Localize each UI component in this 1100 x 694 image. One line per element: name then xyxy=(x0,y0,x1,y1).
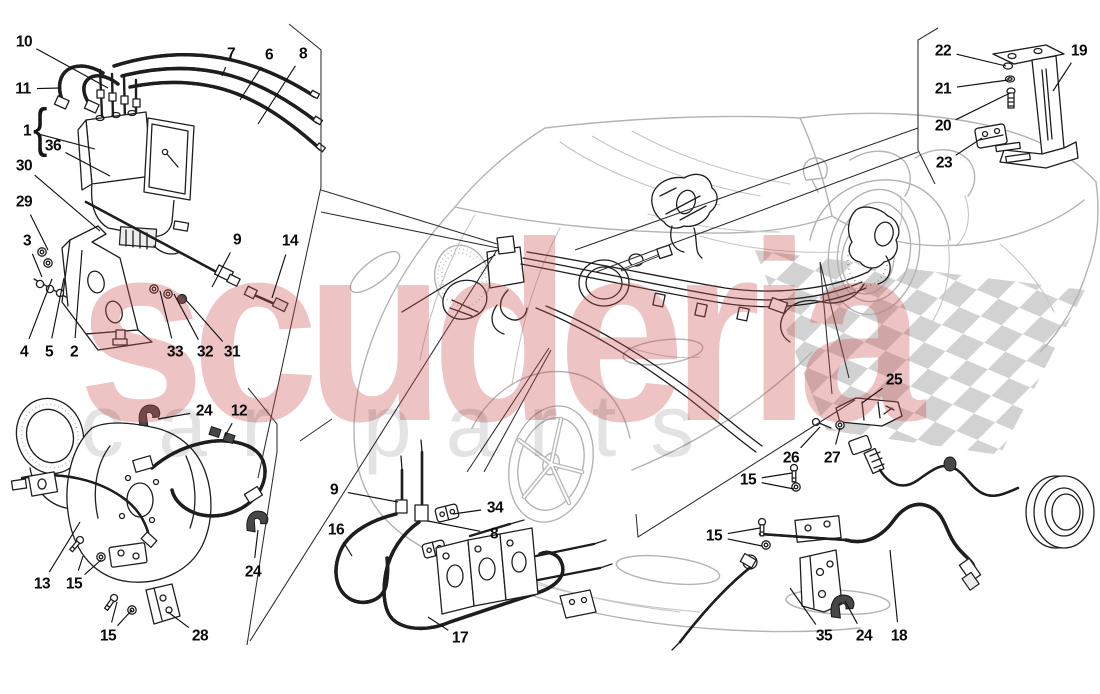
part-label-18: 18 xyxy=(890,627,908,645)
part-label-10: 10 xyxy=(15,33,33,51)
support-bracket-detail xyxy=(974,44,1079,169)
part-label-9: 9 xyxy=(232,231,242,249)
part-label-22: 22 xyxy=(934,42,952,60)
part-label-5: 5 xyxy=(44,343,54,361)
part-label-15: 15 xyxy=(705,527,723,545)
part-label-12: 12 xyxy=(230,402,248,420)
part-label-32: 32 xyxy=(196,343,214,361)
front-wheel-spokes xyxy=(516,416,585,506)
part-label-1: 1 xyxy=(22,122,32,140)
part-label-4: 4 xyxy=(19,343,29,361)
part-label-29: 29 xyxy=(15,193,33,211)
label-leader-lines xyxy=(28,48,1072,631)
part-label-31: 31 xyxy=(223,343,241,361)
part-label-30: 30 xyxy=(15,157,33,175)
part-label-24: 24 xyxy=(855,627,873,645)
part-label-17: 17 xyxy=(451,629,469,647)
part-label-15: 15 xyxy=(65,575,83,593)
part-label-26: 26 xyxy=(782,449,800,467)
part-label-24: 24 xyxy=(244,563,262,581)
part-label-27: 27 xyxy=(823,449,841,467)
watermark-tagline: car parts xyxy=(80,376,728,475)
part-label-19: 19 xyxy=(1070,42,1088,60)
group-brace: { xyxy=(32,97,48,158)
checkered-flag-watermark xyxy=(755,250,1085,455)
part-label-24: 24 xyxy=(195,402,213,420)
watermark-text: scuderia car parts xyxy=(78,190,940,475)
part-label-11: 11 xyxy=(15,80,31,98)
part-label-23: 23 xyxy=(935,154,953,172)
part-label-35: 35 xyxy=(815,627,833,645)
rear-brake-hose-detail xyxy=(671,397,1095,651)
part-label-20: 20 xyxy=(934,117,952,135)
part-label-13: 13 xyxy=(33,575,51,593)
part-label-16: 16 xyxy=(327,521,345,539)
part-label-3: 3 xyxy=(22,232,32,250)
part-label-34: 34 xyxy=(486,499,504,517)
part-label-2: 2 xyxy=(69,343,79,361)
part-label-14: 14 xyxy=(281,232,299,250)
part-label-36: 36 xyxy=(44,137,62,155)
part-label-8: 8 xyxy=(489,525,499,543)
part-label-21: 21 xyxy=(934,80,952,98)
part-label-6: 6 xyxy=(264,46,274,64)
part-label-15: 15 xyxy=(99,627,117,645)
part-label-7: 7 xyxy=(226,45,236,63)
abs-module-detail xyxy=(33,52,327,351)
part-label-28: 28 xyxy=(191,627,209,645)
part-label-8: 8 xyxy=(298,45,308,63)
part-label-33: 33 xyxy=(166,343,184,361)
section-divider-lines xyxy=(246,23,939,646)
part-label-9: 9 xyxy=(329,481,339,499)
part-label-25: 25 xyxy=(885,371,903,389)
watermark-brand: scuderia xyxy=(78,190,927,475)
brake-pipes-detail xyxy=(334,439,613,631)
car-brake-system-overlay xyxy=(401,173,900,453)
part-label-15: 15 xyxy=(739,471,757,489)
